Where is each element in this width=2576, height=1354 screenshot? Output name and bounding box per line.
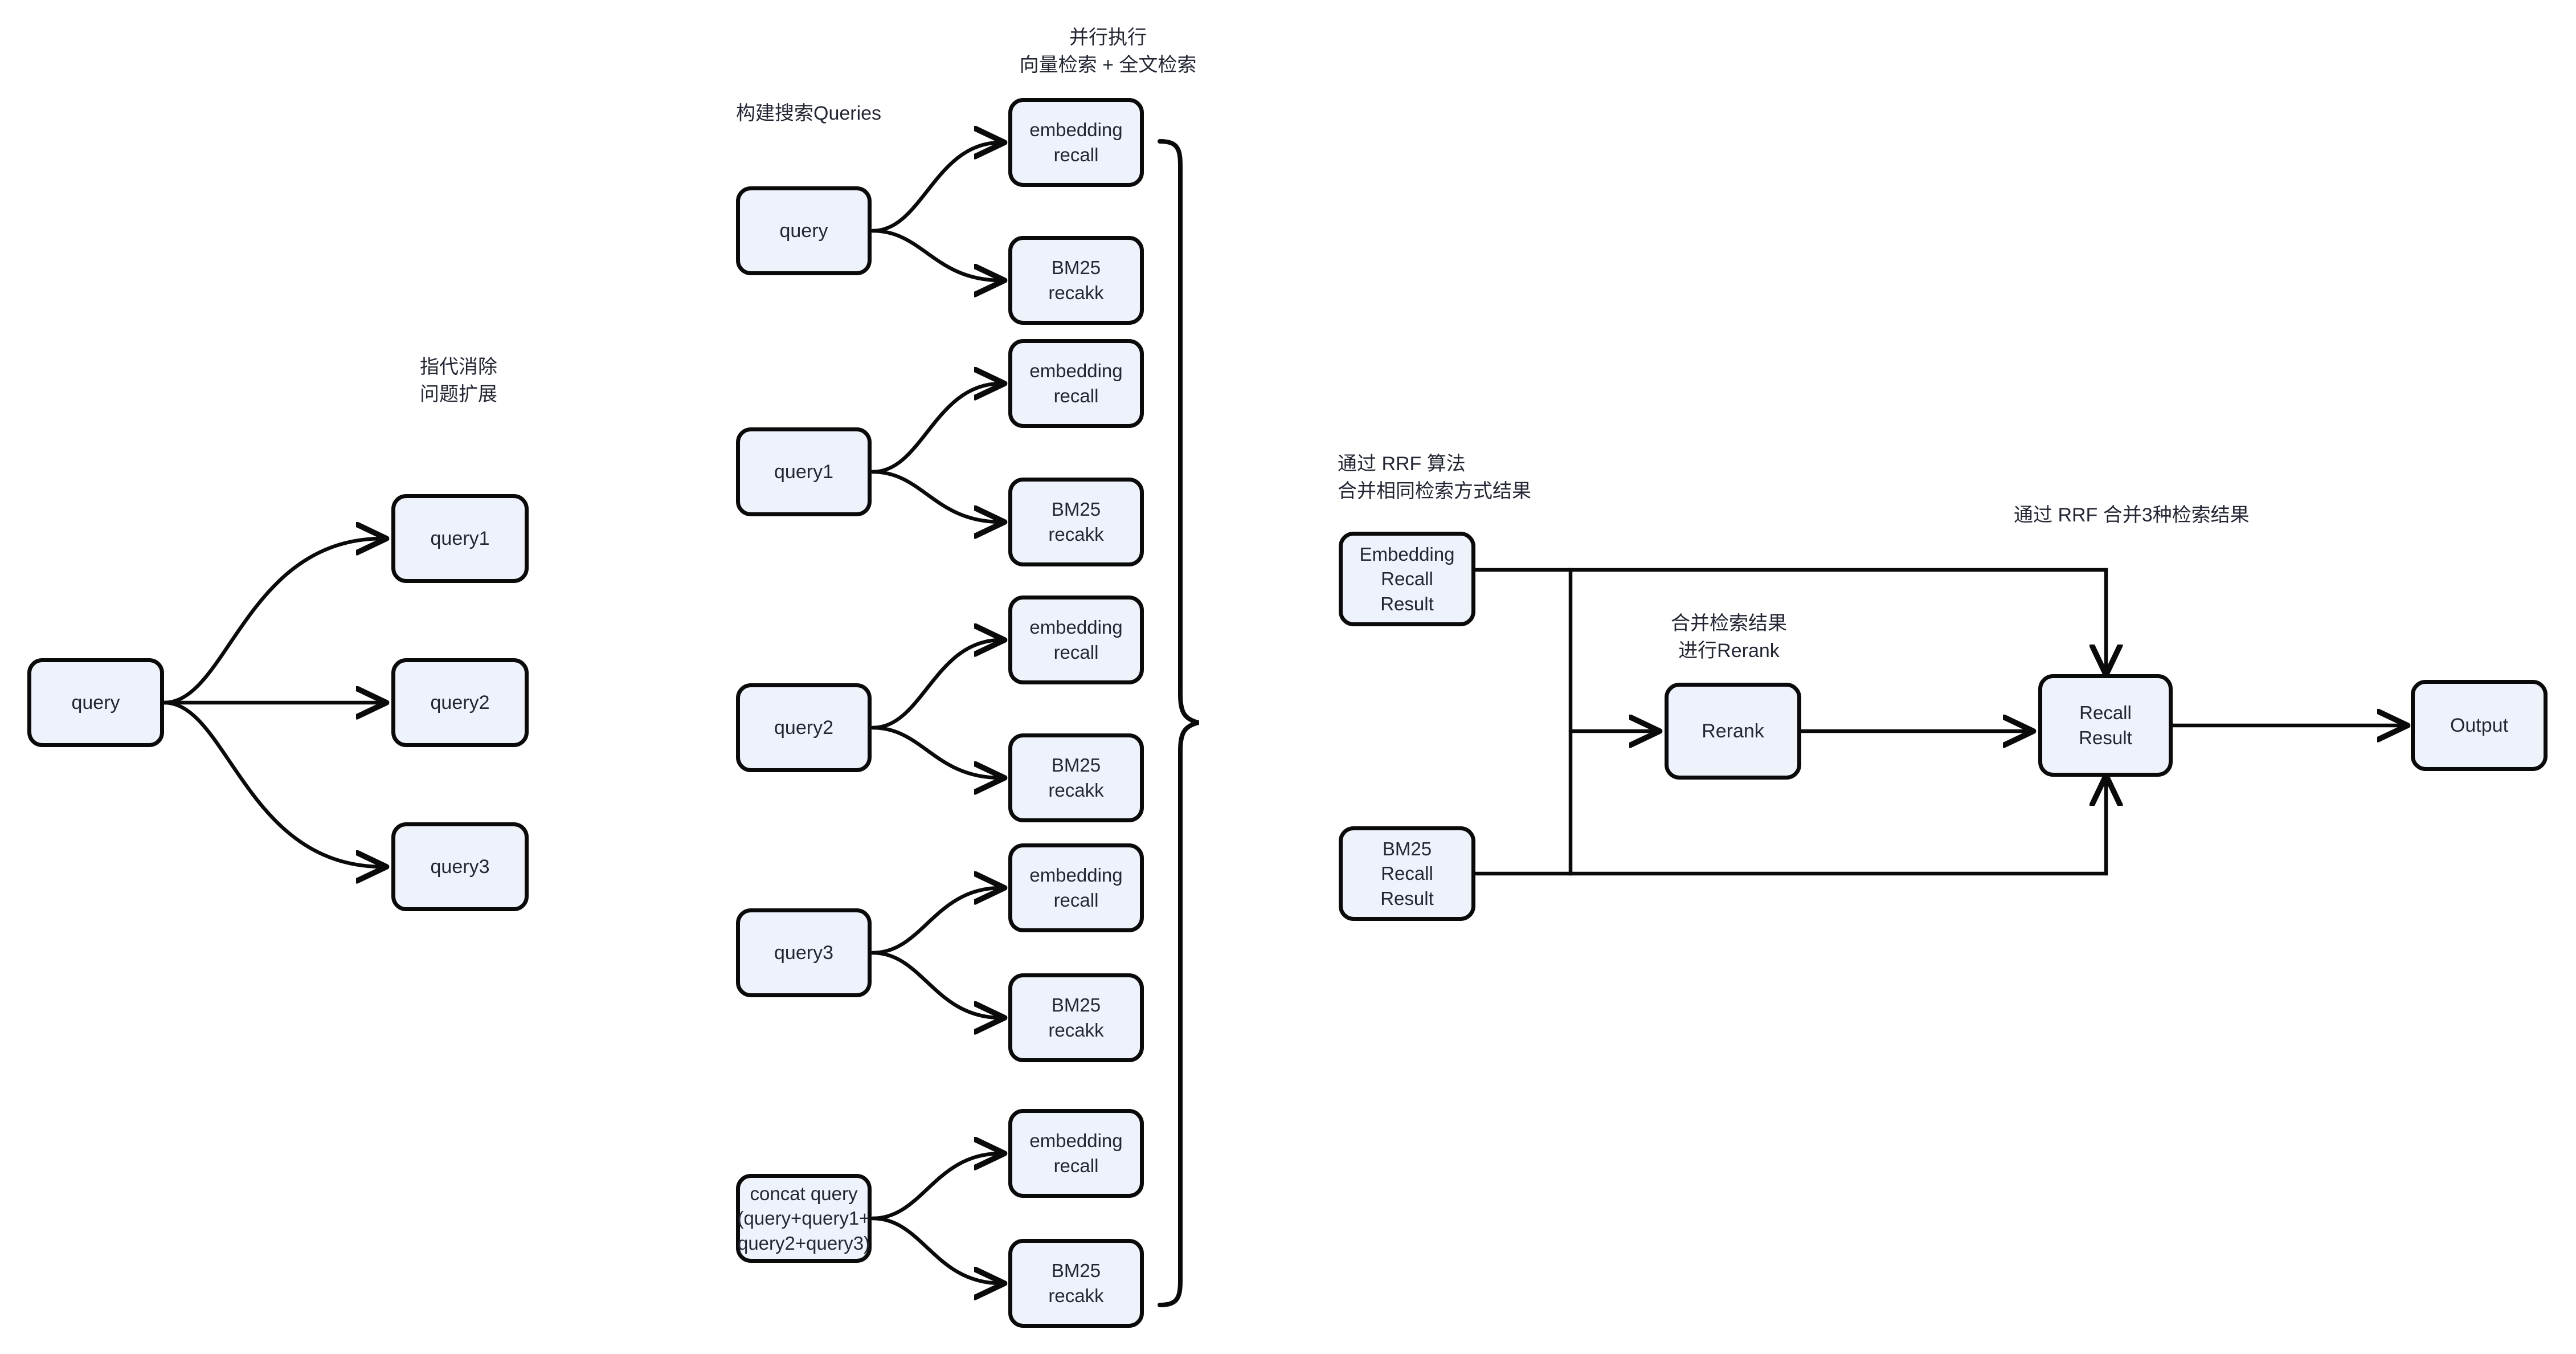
note-merge-rerank: 合并检索结果 进行Rerank — [1671, 613, 1787, 662]
node-label: Output — [2450, 714, 2509, 736]
node-query3-expansion[interactable]: query3 — [391, 822, 529, 911]
node-label: BM25 recakk — [1048, 1260, 1104, 1306]
node-embedding-recall-1[interactable]: embedding recall — [1008, 339, 1144, 428]
node-bm25-recall-3[interactable]: BM25 recakk — [1008, 973, 1144, 1062]
node-label: query — [71, 691, 120, 713]
node-label: query — [779, 219, 828, 242]
node-output[interactable]: Output — [2411, 680, 2548, 771]
note-build-queries: 构建搜索Queries — [736, 103, 882, 124]
node-embedding-recall-0[interactable]: embedding recall — [1008, 98, 1144, 187]
node-embedding-recall-3[interactable]: embedding recall — [1008, 843, 1144, 932]
node-query1-expansion[interactable]: query1 — [391, 494, 529, 583]
node-bm25-recall-result[interactable]: BM25 Recall Result — [1339, 826, 1475, 921]
node-stage2-source-1[interactable]: query1 — [736, 427, 872, 516]
node-label: query2 — [430, 691, 490, 713]
node-label: BM25 recakk — [1048, 257, 1104, 303]
node-stage2-source-2[interactable]: query2 — [736, 683, 872, 772]
node-stage2-source-3[interactable]: query3 — [736, 908, 872, 997]
note-rrf-same-method: 通过 RRF 算法 合并相同检索方式结果 — [1338, 453, 1531, 503]
note-coref-expand: 指代消除 问题扩展 — [420, 356, 497, 406]
node-label: query2 — [774, 716, 833, 739]
node-label: embedding recall — [1029, 119, 1123, 165]
node-label: query3 — [774, 941, 833, 964]
node-label: query3 — [430, 855, 490, 878]
node-label: embedding recall — [1029, 1130, 1123, 1176]
node-label: Recall Result — [2079, 702, 2132, 748]
node-bm25-recall-4[interactable]: BM25 recakk — [1008, 1239, 1144, 1328]
node-query2-expansion[interactable]: query2 — [391, 658, 529, 747]
node-bm25-recall-1[interactable]: BM25 recakk — [1008, 478, 1144, 566]
note-rrf-three: 通过 RRF 合并3种检索结果 — [2014, 504, 2250, 526]
node-label: Rerank — [1702, 720, 1764, 742]
node-label: BM25 recakk — [1048, 994, 1104, 1041]
node-embedding-recall-4[interactable]: embedding recall — [1008, 1109, 1144, 1198]
node-label: embedding recall — [1029, 617, 1123, 663]
node-label: BM25 recakk — [1048, 499, 1104, 545]
node-label: BM25 recakk — [1048, 755, 1104, 801]
node-stage2-source-4[interactable]: concat query (query+query1+ query2+query… — [736, 1174, 872, 1263]
node-recall-result[interactable]: Recall Result — [2038, 674, 2173, 777]
node-rerank[interactable]: Rerank — [1665, 683, 1801, 780]
node-label: BM25 Recall Result — [1380, 838, 1434, 909]
node-stage2-source-0[interactable]: query — [736, 186, 872, 275]
node-query-root[interactable]: query — [27, 658, 164, 747]
node-label: embedding recall — [1029, 864, 1123, 911]
node-embedding-recall-result[interactable]: Embedding Recall Result — [1339, 532, 1475, 626]
node-label: query1 — [774, 460, 833, 483]
note-parallel-exec: 并行执行 向量检索 + 全文检索 — [1019, 27, 1197, 76]
node-label: Embedding Recall Result — [1359, 543, 1455, 614]
node-bm25-recall-0[interactable]: BM25 recakk — [1008, 236, 1144, 325]
node-label: concat query (query+query1+ query2+query… — [737, 1182, 870, 1254]
node-embedding-recall-2[interactable]: embedding recall — [1008, 596, 1144, 684]
node-bm25-recall-2[interactable]: BM25 recakk — [1008, 733, 1144, 822]
node-label: embedding recall — [1029, 360, 1123, 406]
node-label: query1 — [430, 527, 490, 549]
